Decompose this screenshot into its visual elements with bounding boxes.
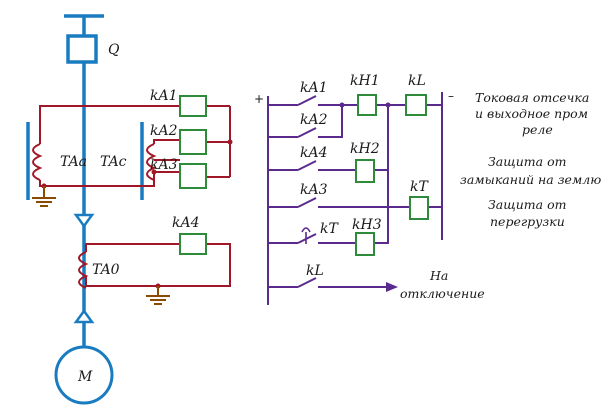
label-q: Q [108, 42, 120, 58]
desc-ground-2: замыканий на землю [460, 172, 601, 187]
label-kh3: kH3 [352, 217, 382, 233]
desc-ground-1: Защита от [488, 154, 566, 169]
coil-kh2 [355, 159, 375, 183]
desc-trip-1: На [429, 268, 448, 283]
label-contact-ka3: kA3 [300, 182, 328, 198]
label-ka1: kA1 [150, 88, 178, 104]
label-motor: M [77, 369, 93, 385]
desc-trip-2: отключение [400, 286, 485, 301]
power-line [26, 14, 144, 405]
coil-ka2 [179, 129, 207, 155]
ground-icon [146, 286, 170, 305]
coil-kh1 [357, 94, 377, 116]
label-ta-a: TAa [60, 154, 87, 170]
label-kh2: kH2 [350, 141, 380, 157]
label-ka2: kA2 [150, 123, 178, 139]
desc-cutoff-1: Токовая отсечка [475, 90, 589, 105]
coil-ka3 [179, 163, 207, 189]
arrow-up-icon [73, 308, 95, 324]
coil-kl [405, 94, 427, 116]
desc-overload-2: перегрузки [490, 214, 565, 229]
desc-cutoff-2: и выходное пром [475, 106, 588, 121]
control-circuit [267, 92, 443, 305]
coil-kh3 [355, 232, 375, 256]
label-contact-kl: kL [306, 263, 324, 279]
label-ta-c: TAc [100, 154, 127, 170]
label-ta-0: TA0 [92, 262, 120, 278]
ground-icon [32, 186, 56, 207]
coil-ka4 [179, 233, 207, 255]
label-contact-kt: kT [320, 221, 339, 237]
label-contact-ka1: kA1 [300, 80, 328, 96]
label-ka3: kA3 [150, 157, 178, 173]
ct-c-winding [146, 143, 157, 181]
desc-overload-1: Защита от [488, 197, 566, 212]
secondary-circuit [32, 105, 233, 289]
label-kl: kL [408, 73, 426, 89]
time-delay-icon [301, 227, 311, 244]
coil-kt [409, 196, 429, 220]
label-plus: + [254, 92, 264, 106]
label-ka4: kA4 [172, 215, 200, 231]
trip-arrow-icon [386, 282, 398, 292]
label-contact-ka4: kA4 [300, 145, 328, 161]
motor-symbol [54, 345, 114, 405]
label-contact-ka2: kA2 [300, 112, 328, 128]
label-kt: kT [410, 179, 429, 195]
ct-a-winding [32, 143, 43, 181]
coil-ka1 [179, 95, 207, 117]
label-kh1: kH1 [350, 73, 380, 89]
label-minus: – [448, 89, 454, 103]
arrow-down-icon [73, 213, 95, 229]
breaker-q [66, 34, 98, 64]
desc-cutoff-3: реле [522, 122, 553, 137]
ct-0-winding [78, 251, 89, 289]
